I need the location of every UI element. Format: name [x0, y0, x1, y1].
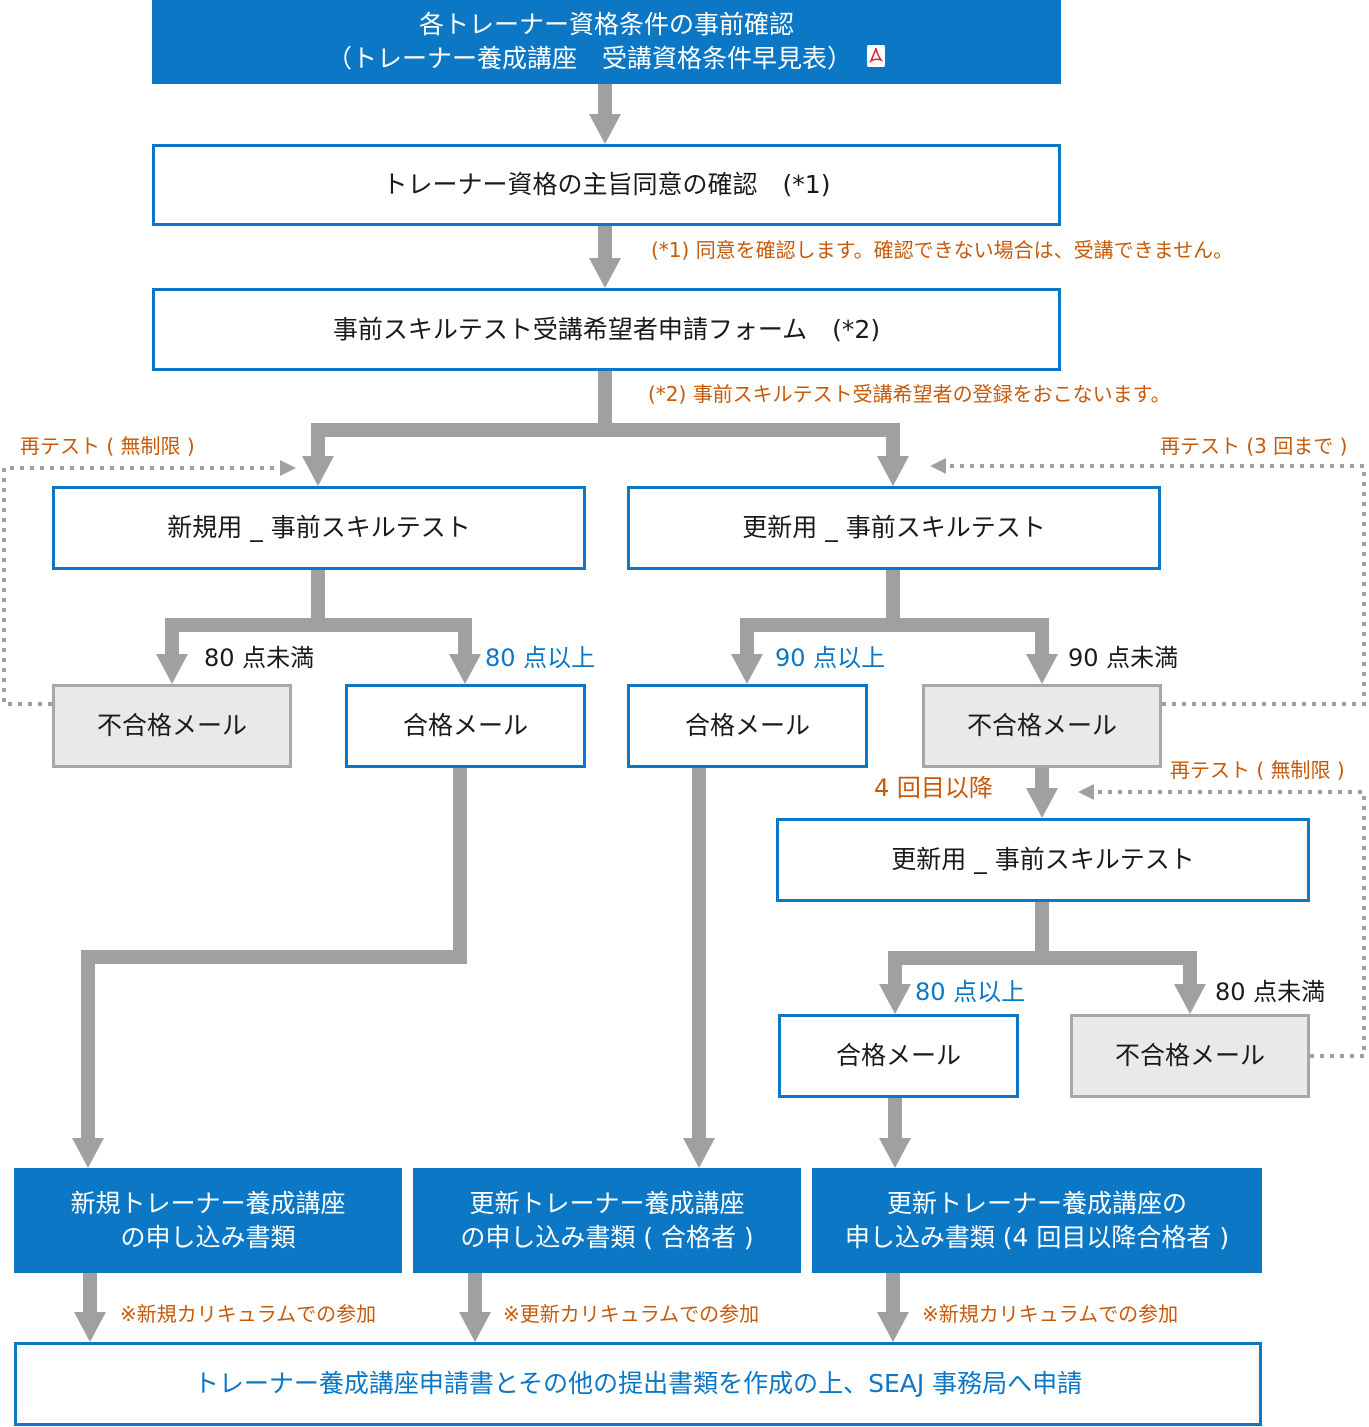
box-pass-mail-renew-2-text: 合格メール: [835, 1041, 961, 1070]
doc-renew4-line1: 更新トレーナー養成講座の: [886, 1188, 1187, 1218]
box-new-skill-test-text: 新規用 _ 事前スキルテスト: [167, 513, 471, 542]
note-new-curriculum-b: ※新規カリキュラムでの参加: [922, 1302, 1179, 1326]
arrow-new-pass: [318, 618, 472, 658]
box-prerequisite-check: 各トレーナー資格条件の事前確認 （トレーナー養成講座 受講資格条件早見表）: [152, 0, 1061, 84]
arrow-renew-fail: [893, 618, 1049, 658]
retest-loop-renew: [944, 464, 1366, 706]
box-renew-skill-test-2-text: 更新用 _ 事前スキルテスト: [891, 845, 1195, 874]
doc-renew-line1: 更新トレーナー養成講座: [469, 1188, 745, 1218]
label-under-80-renew: 80 点未満: [1215, 978, 1326, 1006]
box-consent-check: トレーナー資格の主旨同意の確認 (*1): [152, 144, 1061, 226]
arrow-b3-renew: [605, 423, 900, 458]
box-pass-mail-new-text: 合格メール: [402, 711, 528, 740]
pdf-icon[interactable]: [866, 43, 886, 77]
doc-new-line2: の申し込み書類: [120, 1222, 296, 1252]
doc-renew-line2: の申し込み書類 ( 合格者 ): [460, 1222, 754, 1252]
box-renew-skill-test: 更新用 _ 事前スキルテスト: [627, 486, 1161, 570]
box-fail-mail-new-text: 不合格メール: [96, 711, 247, 740]
box-fail-mail-renew-2-text: 不合格メール: [1114, 1041, 1265, 1070]
box-pass-mail-renew: 合格メール: [627, 684, 868, 768]
arrow-renew2-pass: [888, 902, 1049, 988]
note-renew-curriculum: ※更新カリキュラムでの参加: [503, 1302, 760, 1326]
box-final-submission: トレーナー養成講座申請書とその他の提出書類を作成の上、SEAJ 事務局へ申請: [14, 1342, 1262, 1426]
arrow-renew-pass: [740, 570, 900, 658]
label-retest-3-times: 再テスト (3 回まで ): [1160, 434, 1348, 458]
box-consent-text: トレーナー資格の主旨同意の確認 (*1): [382, 170, 831, 199]
box-doc-renew-4th: 更新トレーナー養成講座の 申し込み書類 (4 回目以降合格者 ): [812, 1168, 1262, 1273]
label-over-90: 90 点以上: [775, 644, 886, 672]
note-registration: (*2) 事前スキルテスト受講希望者の登録をおこないます。: [648, 382, 1171, 406]
box-application-form: 事前スキルテスト受講希望者申請フォーム (*2): [152, 288, 1061, 371]
box-renew-skill-test-2: 更新用 _ 事前スキルテスト: [776, 818, 1310, 902]
arrow-pass1-docnew: [81, 768, 467, 1142]
box-fail-mail-renew: 不合格メール: [922, 684, 1162, 768]
doc-new-line1: 新規トレーナー養成講座: [70, 1188, 346, 1218]
box-prerequisite-line2[interactable]: （トレーナー養成講座 受講資格条件早見表）: [327, 43, 853, 73]
note-new-curriculum-a: ※新規カリキュラムでの参加: [120, 1302, 377, 1326]
box-final-text: トレーナー養成講座申請書とその他の提出書類を作成の上、SEAJ 事務局へ申請: [193, 1369, 1083, 1398]
retest-loop-new: [2, 466, 282, 706]
label-retest-unlimited-new: 再テスト ( 無制限 ): [20, 434, 195, 458]
box-doc-new-course: 新規トレーナー養成講座 の申し込み書類: [14, 1168, 402, 1273]
box-fail-mail-new: 不合格メール: [52, 684, 292, 768]
box-pass-mail-renew-text: 合格メール: [684, 711, 810, 740]
label-over-80-new: 80 点以上: [485, 644, 596, 672]
box-prerequisite-line1: 各トレーナー資格条件の事前確認: [418, 9, 794, 39]
retest-loop-renew2: [1092, 790, 1366, 1058]
box-application-text: 事前スキルテスト受講希望者申請フォーム (*2): [332, 314, 881, 344]
label-over-80-renew: 80 点以上: [915, 978, 1026, 1006]
label-4th-onward: 4 回目以降: [874, 774, 993, 802]
arrow-b3-new: [311, 371, 612, 458]
arrow-new-fail: [165, 570, 325, 658]
box-pass-mail-new: 合格メール: [345, 684, 586, 768]
label-under-80-new: 80 点未満: [204, 644, 315, 672]
label-under-90: 90 点未満: [1068, 644, 1179, 672]
label-retest-unlimited-renew: 再テスト ( 無制限 ): [1170, 758, 1345, 782]
arrow-renew2-fail: [1042, 951, 1197, 988]
box-new-skill-test: 新規用 _ 事前スキルテスト: [52, 486, 586, 570]
box-fail-mail-renew-2: 不合格メール: [1070, 1014, 1310, 1098]
box-renew-skill-test-text: 更新用 _ 事前スキルテスト: [742, 513, 1046, 542]
note-consent: (*1) 同意を確認します。確認できない場合は、受講できません。: [651, 238, 1234, 262]
box-doc-renew-course: 更新トレーナー養成講座 の申し込み書類 ( 合格者 ): [413, 1168, 801, 1273]
doc-renew4-line2: 申し込み書類 (4 回目以降合格者 ): [844, 1222, 1230, 1252]
box-fail-mail-renew-text: 不合格メール: [966, 711, 1117, 740]
box-pass-mail-renew-2: 合格メール: [778, 1014, 1019, 1098]
